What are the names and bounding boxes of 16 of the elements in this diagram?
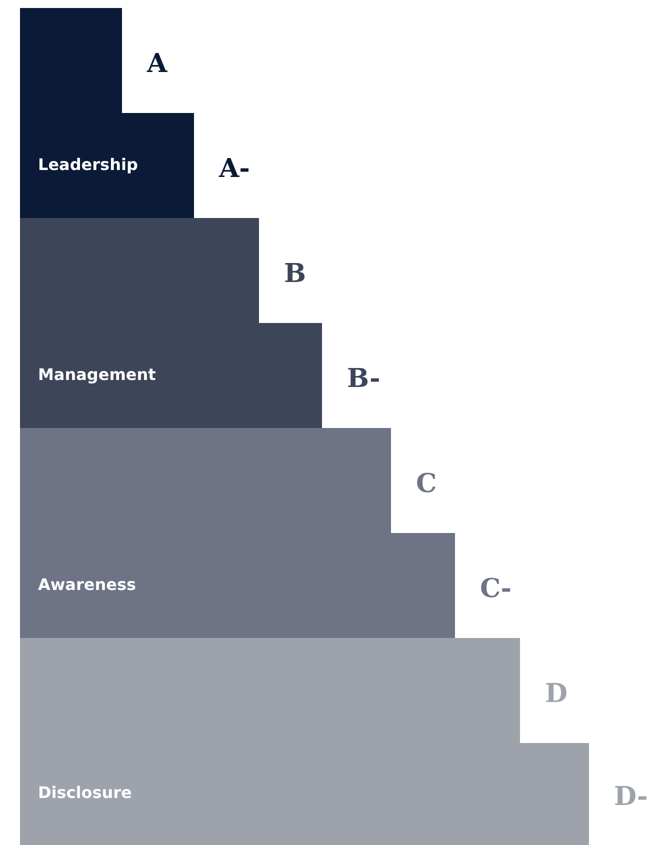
grade-letter: C bbox=[416, 468, 437, 498]
stair-step-band bbox=[20, 428, 455, 638]
band-label: Awareness bbox=[38, 574, 136, 594]
grade-letter: C- bbox=[480, 574, 512, 604]
grade-letter: B bbox=[284, 258, 306, 288]
grade-letter: D- bbox=[614, 782, 648, 812]
grade-letter: D bbox=[545, 678, 568, 708]
stair-step-band bbox=[20, 638, 589, 845]
grade-letter: B- bbox=[347, 364, 380, 394]
grade-letter: A bbox=[147, 48, 168, 78]
band-label: Management bbox=[38, 364, 156, 384]
stair-step-band bbox=[20, 218, 322, 428]
stair-step-band bbox=[20, 8, 194, 218]
grade-letter: A- bbox=[219, 154, 250, 184]
band-label: Disclosure bbox=[38, 783, 132, 802]
band-label: Leadership bbox=[38, 154, 138, 174]
